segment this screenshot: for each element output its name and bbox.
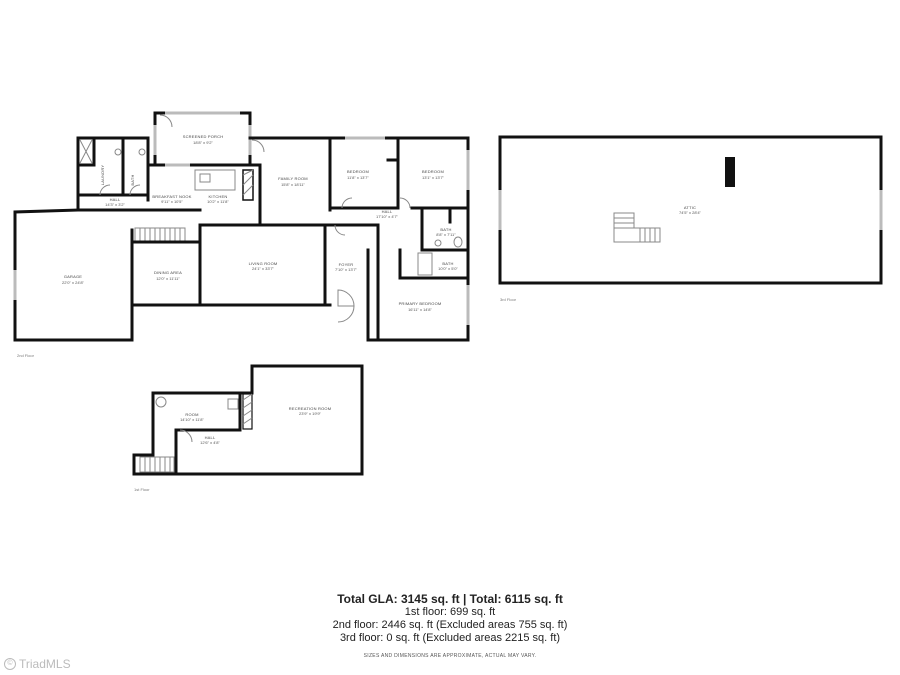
stairs-second-floor: [130, 223, 202, 307]
stairs-first-floor: [139, 456, 175, 473]
room-dining-area: DINING AREA 12'0" x 11'11": [130, 270, 332, 307]
closet: [76, 136, 96, 167]
room-dims: 12'0" x 11'11": [156, 276, 180, 281]
disclaimer: SIZES AND DIMENSIONS ARE APPROXIMATE, AC…: [363, 653, 537, 659]
room-screened-porch: SCREENED PORCH 18'8" x 9'2": [153, 111, 252, 167]
room-label: HALL: [110, 197, 121, 202]
room-bedroom-1: BEDROOM 11'8" x 13'7": [328, 136, 400, 210]
room-dims: 12'6" x 4'8": [200, 440, 220, 445]
room-label: HALL: [205, 435, 216, 440]
room-laundry-bath: LAUNDRY BATH: [76, 136, 150, 212]
room-label: PRIMARY BEDROOM: [399, 301, 442, 306]
room-label: BATH: [130, 174, 135, 185]
room-dims: 15'8" x 18'11": [281, 182, 305, 187]
room-label: KITCHEN: [209, 194, 228, 199]
room-label: BEDROOM: [422, 169, 444, 174]
room-label: SCREENED PORCH: [183, 134, 224, 139]
room-label: LIVING ROOM: [249, 261, 278, 266]
room-family-room: FAMILY ROOM 15'8" x 18'11": [248, 136, 332, 212]
room-hall-right: HALL 17'10" x 4'7": [376, 209, 399, 219]
room-bath-2: BATH 10'0" x 5'0": [398, 248, 470, 280]
room-dims: 13'1" x 13'7": [422, 175, 445, 180]
second-floor-plan: GARAGE 22'0" x 24'8" LAUNDRY BATH HAL: [13, 111, 470, 358]
room-primary-bedroom: PRIMARY BEDROOM 16'11" x 14'8": [366, 206, 470, 342]
room-foyer: FOYER 7'10" x 13'7": [328, 223, 380, 342]
room-kitchen: KITCHEN 10'2" x 11'8": [198, 163, 332, 227]
copyright-icon: ©: [4, 658, 16, 670]
room-dims: 14'10" x 11'8": [180, 417, 204, 422]
floor-label-first: 1st Floor: [134, 487, 150, 492]
room-label: ATTIC: [684, 205, 696, 210]
room-dims: 18'8" x 9'2": [193, 140, 213, 145]
room-label: LAUNDRY: [100, 165, 105, 186]
room-label: DINING AREA: [154, 270, 182, 275]
room-bath-1: BATH 8'8" x 7'11": [420, 206, 470, 252]
floor-label-third: 3rd Floor: [500, 297, 517, 302]
third-floor-plan: ATTIC 74'5" x 28'4" 3rd Floor: [498, 135, 883, 302]
room-dims: 9'11" x 10'5": [161, 199, 183, 204]
room-dims: 10'0" x 5'0": [438, 266, 458, 271]
room-dims: 74'5" x 28'4": [679, 210, 702, 215]
summary-total: Total GLA: 3145 sq. ft | Total: 6115 sq.…: [337, 592, 563, 606]
room-label: HALL: [382, 209, 393, 214]
room-dims: 14'3" x 3'2": [105, 202, 125, 207]
room-dims: 10'2" x 11'8": [207, 199, 229, 204]
room-dims: 24'1" x 33'7": [252, 266, 275, 271]
room-garage: GARAGE 22'0" x 24'8": [13, 208, 134, 342]
room-label: GARAGE: [64, 274, 82, 279]
room-label: BREAKFAST NOOK: [152, 194, 191, 199]
room-label: BEDROOM: [347, 169, 369, 174]
chimney: [725, 157, 735, 187]
room-dims: 8'8" x 7'11": [436, 232, 456, 237]
fireplace: [242, 393, 253, 430]
room-label: RECREATION ROOM: [289, 406, 331, 411]
room-dims: 7'10" x 13'7": [335, 267, 358, 272]
room-breakfast-nook: BREAKFAST NOOK 9'11" x 10'5": [146, 163, 262, 204]
attic-stairs: [613, 212, 661, 243]
room-hall-left: HALL 14'3" x 3'2": [76, 197, 202, 212]
summary-third-floor: 3rd floor: 0 sq. ft (Excluded areas 2215…: [339, 632, 561, 644]
first-floor-plan: ROOM 14'10" x 11'8" RECREATION ROOM 23'9…: [132, 364, 364, 492]
room-dims: 11'8" x 13'7": [347, 175, 369, 180]
room-label: BATH: [442, 261, 453, 266]
summary-second-floor: 2nd floor: 2446 sq. ft (Excluded areas 7…: [332, 619, 568, 631]
room-dims: 16'11" x 14'8": [408, 307, 432, 312]
summary-first-floor: 1st floor: 699 sq. ft: [404, 606, 496, 618]
room-label: ROOM: [185, 412, 198, 417]
room-living-room: LIVING ROOM 24'1" x 33'7": [249, 223, 327, 307]
room-dims: 17'10" x 4'7": [376, 214, 399, 219]
room-label: FOYER: [339, 262, 354, 267]
watermark: © TriadMLS: [4, 657, 71, 671]
watermark-text: TriadMLS: [19, 657, 71, 671]
room-label: FAMILY ROOM: [278, 176, 308, 181]
room-label: BATH: [440, 227, 451, 232]
floor-label-second: 2nd Floor: [17, 353, 35, 358]
room-dims: 23'9" x 19'9": [299, 411, 322, 416]
room-bedroom-2: BEDROOM 13'1" x 13'7": [386, 136, 470, 210]
room-dims: 22'0" x 24'8": [62, 280, 85, 285]
